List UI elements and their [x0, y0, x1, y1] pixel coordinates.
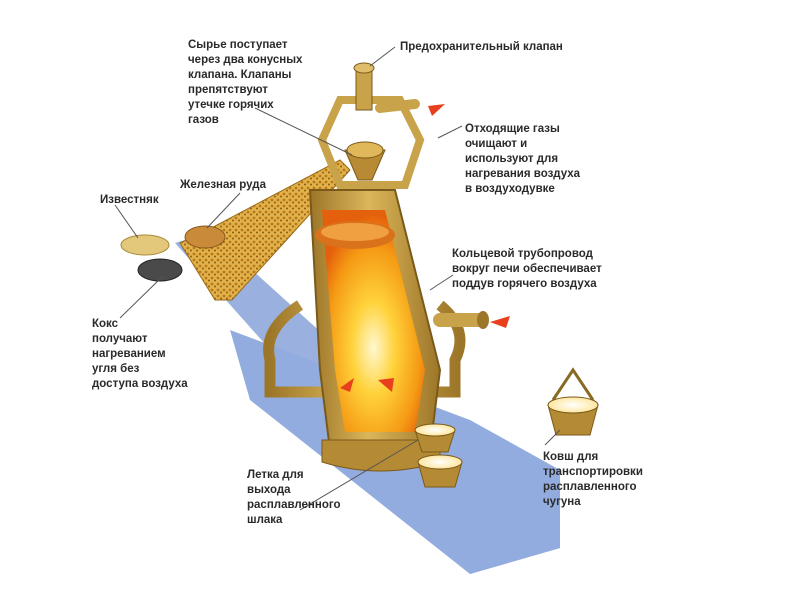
label-exhaust-gases: Отходящие газы очищают и используют для … — [465, 122, 580, 197]
exhaust-pipe — [380, 104, 415, 108]
label-raw-materials: Сырье поступает через два конусных клапа… — [188, 38, 302, 128]
label-iron-ore: Железная руда — [180, 178, 266, 193]
exhaust-arrow — [428, 104, 445, 116]
safety-valve-stack — [356, 70, 372, 110]
label-ladle: Ковш для транспортировки расплавленного … — [543, 450, 643, 510]
iron-pot — [418, 455, 462, 487]
charge-surface — [321, 223, 389, 241]
inlet-flange — [477, 311, 489, 329]
iron-ore-pile — [185, 226, 225, 248]
charging-hopper — [347, 142, 383, 158]
limestone-pile — [121, 235, 169, 255]
safety-valve-cap — [354, 63, 374, 73]
label-coke: Кокс получают нагреванием угля без досту… — [92, 317, 188, 392]
slag-pot — [415, 424, 455, 452]
label-safety-valve: Предохранительный клапан — [400, 40, 563, 55]
coke-pile — [138, 259, 182, 281]
ladle — [548, 370, 598, 435]
label-limestone: Известняк — [100, 193, 159, 208]
label-taphole: Летка для выхода расплавленного шлака — [247, 468, 341, 528]
label-ring-pipe: Кольцевой трубопровод вокруг печи обеспе… — [452, 247, 602, 292]
